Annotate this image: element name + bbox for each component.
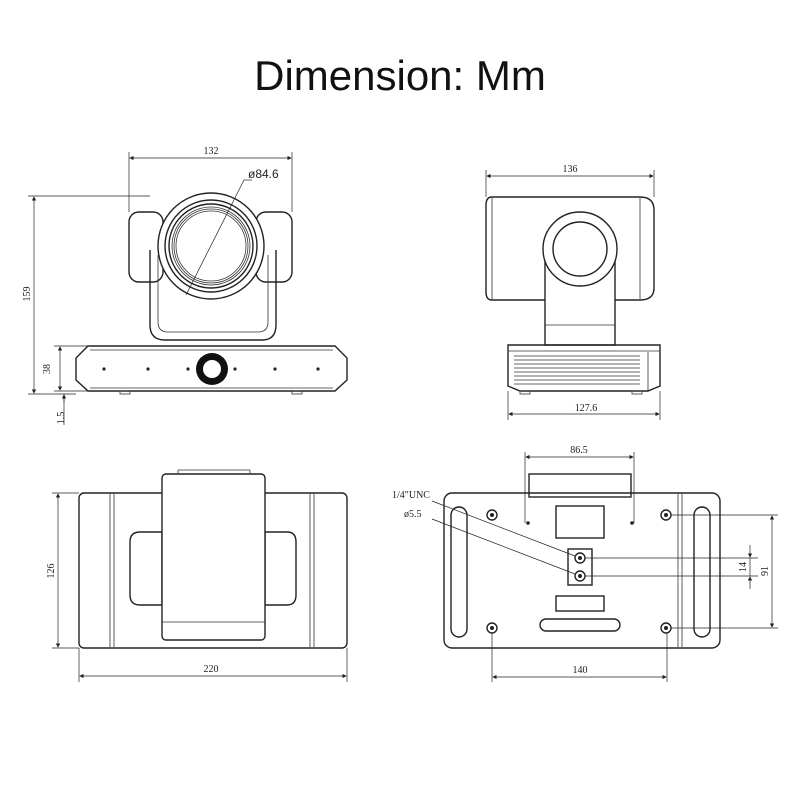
front-width-label: 132	[204, 146, 219, 157]
foot-height-label: 1.5	[56, 412, 67, 425]
side-depth-label: 136	[563, 164, 578, 175]
top-width-label: 220	[204, 664, 219, 675]
side-base-depth-label: 127.6	[575, 403, 598, 414]
bottom-top-spacing-label: 86.5	[570, 445, 588, 456]
bottom-view: 1/4"UNC ø5.5 86.5 140 14 91	[392, 445, 778, 682]
bottom-hole-spacing-label: 140	[573, 665, 588, 676]
vertical-spacing-label: 91	[760, 566, 771, 576]
front-view: 132 ø84.6 159 38 1.5	[22, 146, 348, 425]
side-view: 136 127.6	[485, 164, 661, 420]
front-height-label: 159	[22, 287, 33, 302]
lens-diameter-label: ø84.6	[248, 167, 279, 181]
top-depth-label: 126	[46, 564, 57, 579]
top-view: 126 220	[46, 469, 348, 682]
hole-diameter-label: ø5.5	[404, 509, 422, 520]
base-height-label: 38	[42, 364, 53, 374]
thread-label: 1/4"UNC	[392, 490, 430, 501]
diagram-title: Dimension: Mm	[254, 52, 546, 99]
pin-spacing-label: 14	[738, 562, 749, 572]
